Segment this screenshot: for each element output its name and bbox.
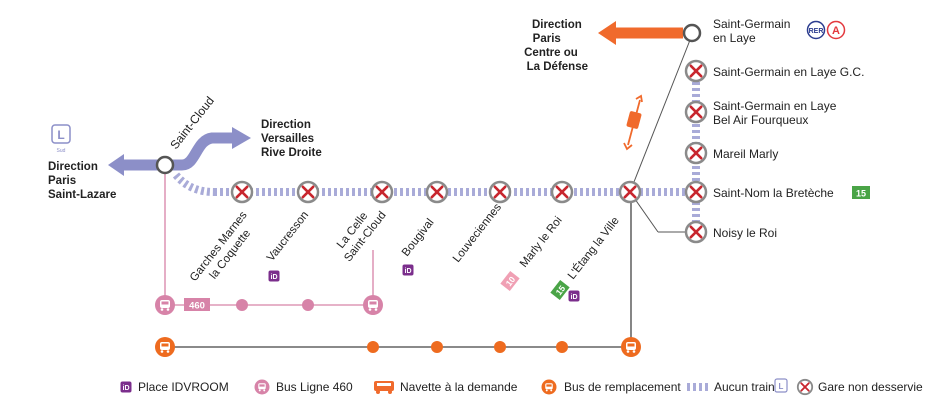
legend-no-train-label: Aucun train xyxy=(714,380,775,394)
replacement-bus-line xyxy=(165,192,632,353)
closed-icon-bel-air xyxy=(684,100,708,124)
station-label-marly-le-roi: Marly le Roi xyxy=(518,215,565,270)
station-label-vaucresson: Vaucresson xyxy=(265,209,311,264)
station-label-etang-la-ville: L'Étang la Ville xyxy=(565,214,622,282)
bus460-badge: 460 xyxy=(184,298,210,312)
closed-icon-sgl-gc xyxy=(684,59,708,83)
legend-closed-label: Gare non desservie xyxy=(818,380,923,394)
bus460-stop-saint-cloud xyxy=(155,295,175,315)
shuttle-arrow xyxy=(623,94,643,151)
station-label-mareil-marly: Mareil Marly xyxy=(713,147,778,161)
replacement-stop-etang xyxy=(621,337,641,357)
station-label-noisy-le-roi: Noisy le Roi xyxy=(713,226,777,240)
station-saint-cloud xyxy=(155,155,175,175)
closed-icon-noisy xyxy=(684,220,708,244)
station-saint-germain xyxy=(682,23,702,43)
closed-icon-etang xyxy=(618,180,642,204)
station-label-saint-germain: Saint-Germain en Laye xyxy=(713,17,794,45)
closed-icon-bougival xyxy=(425,180,449,204)
closed-icon-marly xyxy=(550,180,574,204)
rer-badge: RER xyxy=(806,20,826,40)
legend-bus460-label: Bus Ligne 460 xyxy=(276,380,353,394)
station-label-bougival: Bougival xyxy=(400,217,437,259)
closed-icon-saint-nom xyxy=(684,180,708,204)
svg-text:A: A xyxy=(832,25,840,37)
rer-a-badge: A xyxy=(826,20,846,40)
direction-paris-la-defense: Direction Paris Centre ou La Défense xyxy=(524,19,588,73)
closed-icon-garches xyxy=(230,180,254,204)
legend-bus460-icon xyxy=(254,379,270,395)
legend-closed-icon xyxy=(796,378,814,396)
idvroom-icon-etang xyxy=(568,290,580,302)
station-label-la-celle: La Celle Saint-Cloud xyxy=(331,201,388,264)
replacement-stop-saint-cloud xyxy=(155,337,175,357)
direction-paris-saint-lazare: Direction Paris Saint-Lazare xyxy=(48,161,116,201)
legend-shuttle-label: Navette à la demande xyxy=(400,380,518,394)
station-label-saint-nom: Saint-Nom la Bretèche xyxy=(713,186,834,200)
svg-text:Sud: Sud xyxy=(57,148,66,154)
closed-icon-vaucresson xyxy=(296,180,320,204)
bus460-stop-la-celle xyxy=(363,295,383,315)
direction-paris-arrow xyxy=(598,21,683,45)
svg-text:L: L xyxy=(779,382,784,391)
legend-replacement-label: Bus de remplacement xyxy=(564,380,681,394)
legend-idvroom-icon xyxy=(120,381,132,393)
direction-versailles: Direction Versailles Rive Droite xyxy=(261,119,322,159)
legend-replacement-icon xyxy=(541,379,557,395)
station-label-louveciennes: Louveciennes xyxy=(451,201,504,265)
svg-text:L: L xyxy=(57,128,64,142)
closed-icon-louveciennes xyxy=(488,180,512,204)
station-label-bel-air: Saint-Germain en Laye Bel Air Fourqueux xyxy=(713,99,840,127)
closed-icon-la-celle xyxy=(370,180,394,204)
svg-text:15: 15 xyxy=(856,189,866,199)
idvroom-icon-bougival xyxy=(402,264,414,276)
line-l-badge: L Sud xyxy=(51,124,71,154)
svg-text:460: 460 xyxy=(189,301,205,312)
legend-line-l-icon: L xyxy=(774,378,788,393)
idvroom-icon-vaucresson xyxy=(268,270,280,282)
branch-lines xyxy=(629,34,693,233)
bus-10-badge: 10 xyxy=(500,271,520,291)
legend-idvroom-label: Place IDVROOM xyxy=(138,380,229,394)
legend: Place IDVROOM Bus Ligne 460 Navette à la… xyxy=(120,378,923,396)
legend-shuttle-icon xyxy=(374,381,394,394)
station-label-saint-germain-gc: Saint-Germain en Laye G.C. xyxy=(713,65,864,79)
line-15-badge-etang: 15 xyxy=(550,280,570,300)
line-15-badge-saint-nom: 15 xyxy=(852,186,870,199)
closed-icon-mareil xyxy=(684,141,708,165)
svg-text:RER: RER xyxy=(809,28,824,35)
station-label-garches: Garches Marnes la Coquette xyxy=(188,207,263,293)
